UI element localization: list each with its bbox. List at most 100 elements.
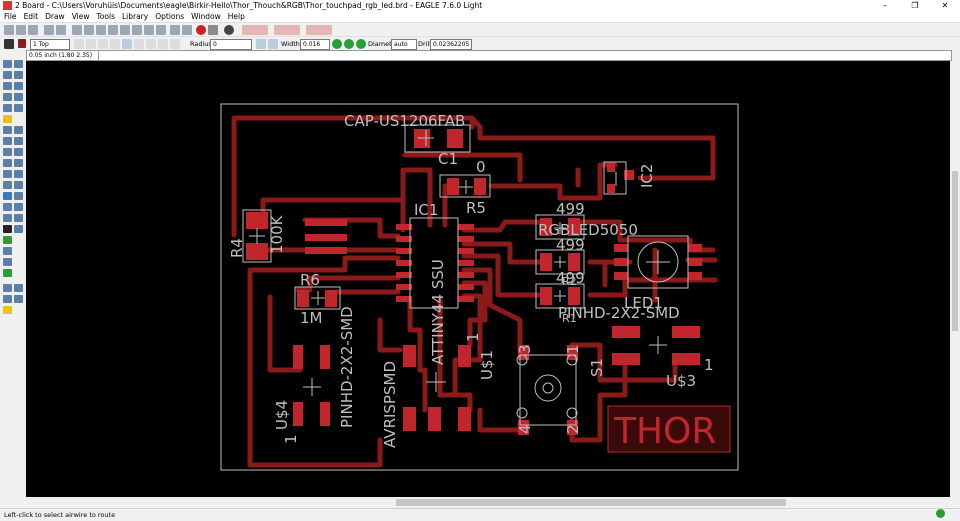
close-button[interactable]: ✕ <box>941 1 949 10</box>
run-ulp-icon[interactable] <box>84 25 94 35</box>
route-tool-icon[interactable] <box>14 181 23 189</box>
mirror-tool-icon[interactable] <box>3 93 12 101</box>
group-tool-icon[interactable] <box>3 104 12 112</box>
via-shape-square-icon[interactable] <box>344 39 354 49</box>
horizontal-scrollbar[interactable] <box>26 497 950 508</box>
menu-tools[interactable]: Tools <box>96 12 115 21</box>
drill-input[interactable]: 0.02362205 <box>430 39 472 50</box>
info-tool-icon[interactable] <box>3 60 12 68</box>
miter-tool-icon[interactable] <box>14 159 23 167</box>
cam-icon[interactable] <box>44 25 54 35</box>
attribute-tool-icon[interactable] <box>14 284 23 292</box>
lock-tool-icon[interactable] <box>14 137 23 145</box>
via-tool-icon[interactable] <box>3 236 12 244</box>
meander-tool-icon[interactable] <box>3 181 12 189</box>
layer-select[interactable]: 1 Top <box>30 39 70 50</box>
wire-bend-icon[interactable] <box>74 39 84 49</box>
print-icon[interactable] <box>28 25 38 35</box>
wire-bend-90-icon[interactable] <box>98 39 108 49</box>
miter-icon[interactable] <box>256 39 266 49</box>
board-icon[interactable] <box>56 25 66 35</box>
display-tool-icon[interactable] <box>3 71 12 79</box>
menu-edit[interactable]: Edit <box>23 12 39 21</box>
ripup-tool-icon[interactable] <box>3 192 12 200</box>
menu-library[interactable]: Library <box>121 12 149 21</box>
rect-tool-icon[interactable] <box>3 225 12 233</box>
copy-tool-icon[interactable] <box>14 82 23 90</box>
polygon-tool-icon[interactable] <box>14 225 23 233</box>
vertical-scroll-thumb[interactable] <box>952 171 958 331</box>
diameter-input[interactable]: auto <box>391 39 417 50</box>
split-tool-icon[interactable] <box>3 170 12 178</box>
smash-tool-icon[interactable] <box>3 159 12 167</box>
circle-tool-icon[interactable] <box>3 214 12 222</box>
via-shape-octagon-icon[interactable] <box>356 39 366 49</box>
miter-round-icon[interactable] <box>268 39 278 49</box>
name-tool-icon[interactable] <box>3 148 12 156</box>
wire-bend-follow-icon[interactable] <box>170 39 180 49</box>
wire-bend-arc2-icon[interactable] <box>134 39 144 49</box>
width-input[interactable]: 0.016 <box>300 39 330 50</box>
design-link-icon[interactable] <box>242 25 268 35</box>
stop-icon[interactable] <box>196 25 206 35</box>
grid-icon[interactable] <box>4 39 14 49</box>
radius-input[interactable]: 0 <box>210 39 252 50</box>
minimize-button[interactable]: – <box>883 1 887 10</box>
save-icon[interactable] <box>16 25 26 35</box>
zoom-area-icon[interactable] <box>156 25 166 35</box>
undo-icon[interactable] <box>170 25 180 35</box>
redo-icon[interactable] <box>182 25 192 35</box>
redraw-icon[interactable] <box>144 25 154 35</box>
go-icon[interactable] <box>208 25 218 35</box>
rotate-tool-icon[interactable] <box>14 93 23 101</box>
wire-bend-curve2-icon[interactable] <box>158 39 168 49</box>
maximize-button[interactable]: ❐ <box>911 1 919 10</box>
change-tool-icon[interactable] <box>14 104 23 112</box>
wire-bend-free-icon[interactable] <box>110 39 120 49</box>
vertical-scrollbar[interactable] <box>950 61 960 497</box>
show-tool-icon[interactable] <box>14 60 23 68</box>
zoom-out-icon[interactable] <box>120 25 130 35</box>
bom-icon[interactable] <box>306 25 332 35</box>
menu-window[interactable]: Window <box>191 12 221 21</box>
menu-options[interactable]: Options <box>155 12 185 21</box>
status-stop-icon[interactable] <box>936 509 945 518</box>
via-shape-round-icon[interactable] <box>332 39 342 49</box>
replace-tool-icon[interactable] <box>3 137 12 145</box>
horizontal-scroll-thumb[interactable] <box>396 499 786 506</box>
command-line-input[interactable] <box>98 50 952 61</box>
auto-tool-icon[interactable] <box>3 284 12 292</box>
drc-tool-icon[interactable] <box>3 295 12 303</box>
menu-view[interactable]: View <box>71 12 90 21</box>
move-tool-icon[interactable] <box>3 82 12 90</box>
zoom-fit-icon[interactable] <box>96 25 106 35</box>
script-icon[interactable] <box>72 25 82 35</box>
help-icon[interactable] <box>224 25 234 35</box>
arc-tool-icon[interactable] <box>14 214 23 222</box>
add-tool-icon[interactable] <box>14 126 23 134</box>
pcb-quote-icon[interactable] <box>274 25 300 35</box>
menu-help[interactable]: Help <box>227 12 245 21</box>
wire-bend-arc-icon[interactable] <box>122 39 132 49</box>
wire-bend-curve-icon[interactable] <box>146 39 156 49</box>
zoom-in-icon[interactable] <box>108 25 118 35</box>
slice-tool-icon[interactable] <box>14 192 23 200</box>
board-canvas[interactable]: CAP-US1206FAB C1 0 R5 IC2 IC1 R4 100K AT… <box>26 61 950 497</box>
zoom-select-icon[interactable] <box>132 25 142 35</box>
ratsnest-tool-icon[interactable] <box>3 269 12 277</box>
errors-tool-icon[interactable] <box>14 295 23 303</box>
mark-tool-icon[interactable] <box>14 71 23 79</box>
wire-bend-45-icon[interactable] <box>86 39 96 49</box>
optimize-tool-icon[interactable] <box>14 170 23 178</box>
hole-tool-icon[interactable] <box>3 258 12 266</box>
open-icon[interactable] <box>4 25 14 35</box>
menu-draw[interactable]: Draw <box>45 12 65 21</box>
value-tool-icon[interactable] <box>14 148 23 156</box>
paste-tool-icon[interactable] <box>3 115 12 123</box>
wire-tool-icon[interactable] <box>3 203 12 211</box>
signal-tool-icon[interactable] <box>3 247 12 255</box>
warning-tool-icon[interactable] <box>3 306 12 314</box>
text-tool-icon[interactable] <box>14 203 23 211</box>
delete-tool-icon[interactable] <box>3 126 12 134</box>
menu-file[interactable]: File <box>4 12 17 21</box>
